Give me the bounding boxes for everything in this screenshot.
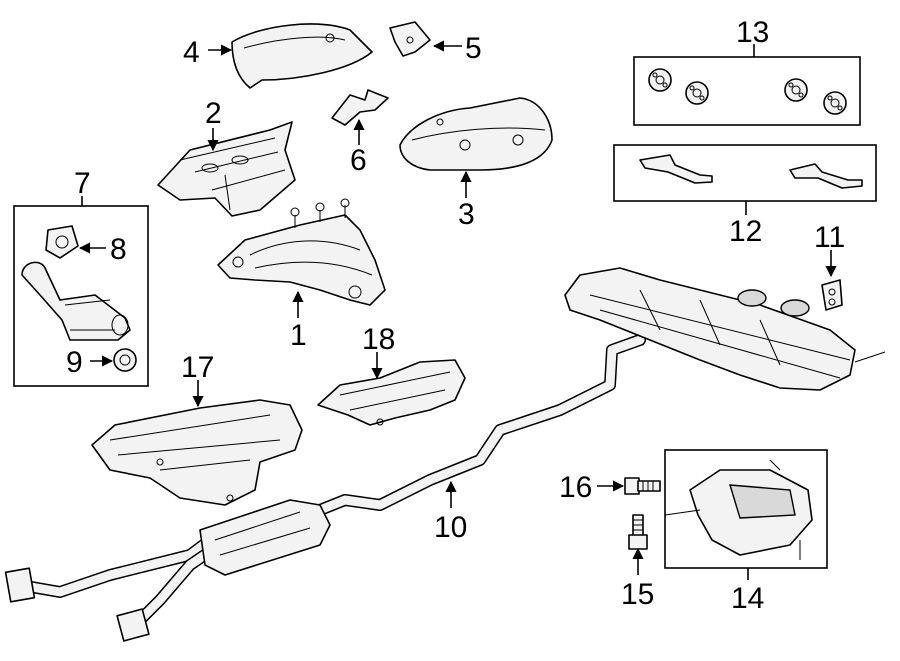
callout-17: 17 <box>181 351 214 384</box>
callout-2: 2 <box>205 97 222 130</box>
callout-18: 18 <box>362 323 395 356</box>
callout-1: 1 <box>290 319 307 352</box>
part-15-bolt[interactable] <box>628 514 648 550</box>
callout-6: 6 <box>350 144 367 177</box>
callout-4: 4 <box>183 36 200 69</box>
part-7-box <box>13 205 149 387</box>
leader-lines <box>78 40 837 580</box>
callout-8: 8 <box>110 233 127 266</box>
callout-14: 14 <box>731 582 764 615</box>
callout-9: 9 <box>66 346 83 379</box>
part-18-heat-shield[interactable] <box>317 359 466 426</box>
callout-13: 13 <box>736 16 769 49</box>
part-11-isolator[interactable] <box>821 279 843 311</box>
callout-labels: 4 5 2 6 3 1 7 8 9 17 18 10 11 12 13 16 1… <box>66 16 845 615</box>
part-12-hanger-rods[interactable] <box>639 154 863 189</box>
part-10-exhaust-pipe[interactable] <box>4 334 646 642</box>
part-5-bracket[interactable] <box>389 21 431 57</box>
callout-16: 16 <box>559 471 592 504</box>
callout-12: 12 <box>729 215 762 248</box>
callout-15: 15 <box>621 578 654 611</box>
part-2-manifold-heat-shield[interactable] <box>157 121 296 217</box>
part-1-exhaust-manifold[interactable] <box>217 198 386 306</box>
part-13-box <box>633 56 861 126</box>
callout-3: 3 <box>458 198 475 231</box>
part-4-upper-heat-shield[interactable] <box>231 23 373 89</box>
part-12-box <box>613 144 877 202</box>
part-13-rubber-hangers[interactable] <box>648 68 847 115</box>
part-14-box <box>664 449 828 569</box>
part-14-exhaust-tip[interactable] <box>664 459 813 560</box>
part-3-heat-shield[interactable] <box>399 97 553 171</box>
part-9-gasket[interactable] <box>113 348 137 372</box>
part-17-heat-shield[interactable] <box>91 399 303 506</box>
part-6-bracket[interactable] <box>331 89 389 126</box>
part-8-gasket[interactable] <box>45 225 79 259</box>
callout-10: 10 <box>434 511 467 544</box>
callout-7: 7 <box>74 167 91 200</box>
rear-muffler-assembly[interactable] <box>564 267 886 391</box>
part-16-bolt[interactable] <box>624 477 661 495</box>
callout-11: 11 <box>814 221 845 254</box>
callout-5: 5 <box>465 32 482 65</box>
part-7-catalytic-converter[interactable] <box>21 261 131 341</box>
